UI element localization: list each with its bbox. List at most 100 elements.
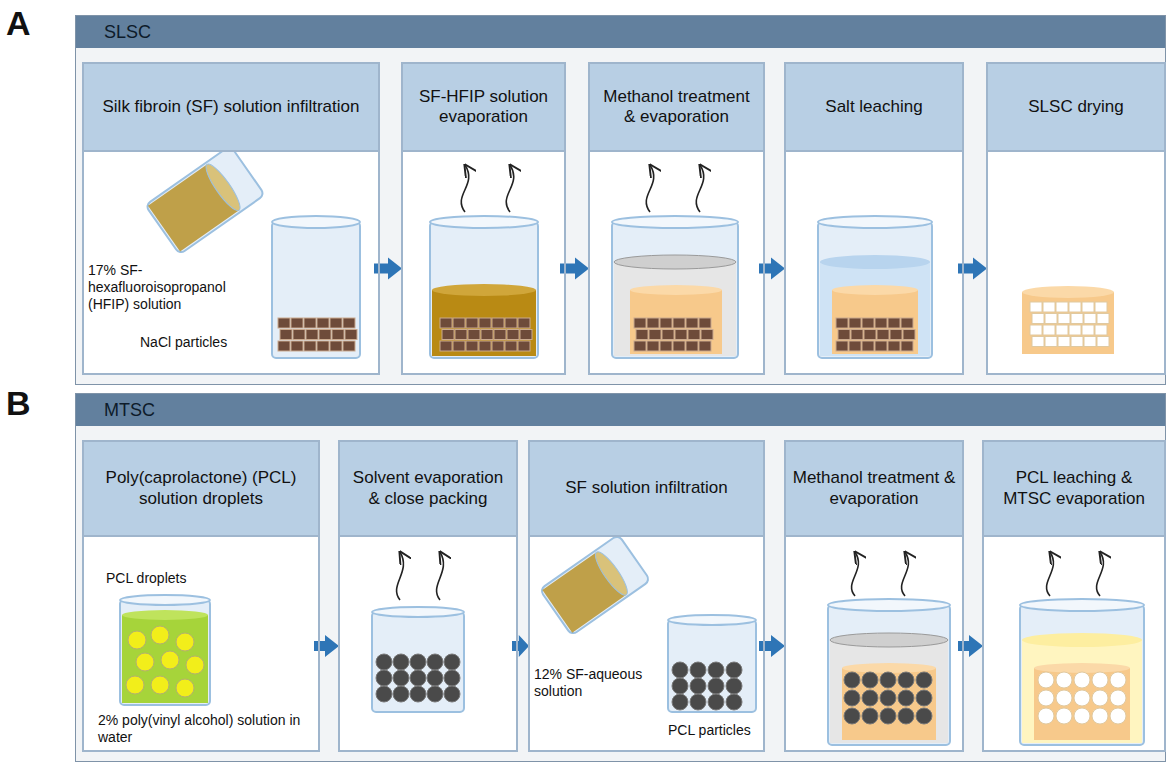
vapour-arrow xyxy=(696,165,704,212)
block-arrow xyxy=(314,635,339,657)
nacl-particles xyxy=(455,330,467,340)
pcl-particles xyxy=(410,686,426,702)
nacl-particles xyxy=(319,330,331,340)
beaker xyxy=(432,284,536,296)
nacl-particles xyxy=(888,341,900,351)
pcl-particles xyxy=(410,654,426,670)
pcl-particles xyxy=(916,690,932,706)
beaker xyxy=(430,216,538,358)
beaker xyxy=(820,262,930,356)
pores xyxy=(1097,314,1109,324)
nacl-particles xyxy=(317,341,329,351)
nacl-particles xyxy=(673,318,685,328)
nacl-particles xyxy=(304,318,316,328)
panel-letter: A xyxy=(6,6,46,40)
nacl-particles xyxy=(634,318,646,328)
nacl-particles xyxy=(453,318,465,328)
panel-header: MTSC xyxy=(76,394,1165,426)
nacl-particles xyxy=(507,330,519,340)
pores xyxy=(1056,302,1068,312)
pouring-vial xyxy=(145,146,265,255)
step-header: Methanol treatment & evaporation xyxy=(590,64,763,152)
pcl-particles xyxy=(690,694,706,710)
pores xyxy=(1074,672,1090,688)
step-title: Methanol treatment & evaporation xyxy=(596,87,757,128)
beaker xyxy=(430,222,538,358)
nacl-particles xyxy=(330,341,342,351)
process-box: SF solution infiltration xyxy=(528,440,765,752)
pores xyxy=(1084,314,1096,324)
pcl-droplets xyxy=(128,631,146,649)
nacl-particles xyxy=(660,341,672,351)
beaker xyxy=(1020,599,1144,611)
beaker xyxy=(1022,640,1142,743)
pcl-particles xyxy=(916,672,932,688)
pcl-particles xyxy=(690,678,706,694)
pores xyxy=(1110,672,1126,688)
panel-ground xyxy=(75,393,1166,762)
nacl-particles xyxy=(468,330,480,340)
nacl-particles xyxy=(304,341,316,351)
pcl-particles xyxy=(672,678,688,694)
pcl-particles xyxy=(672,694,688,710)
nacl-particles xyxy=(440,318,532,351)
beaker xyxy=(614,255,736,269)
nacl-particles xyxy=(662,330,674,340)
step-ground xyxy=(401,62,566,375)
nacl-particles xyxy=(440,341,452,351)
step-ground xyxy=(82,440,320,752)
pores xyxy=(1110,690,1126,706)
pcl-droplets xyxy=(161,651,179,669)
beaker xyxy=(372,607,464,712)
beaker xyxy=(272,216,360,228)
step-title: SF solution infiltration xyxy=(565,478,728,498)
pores xyxy=(1056,325,1068,335)
pores xyxy=(1045,314,1057,324)
nacl-particles xyxy=(634,341,646,351)
vapour-arrow xyxy=(506,165,514,212)
step-title: Salt leaching xyxy=(825,97,922,117)
step-header: Solvent evaporation & close packing xyxy=(340,442,516,537)
pores xyxy=(1058,314,1070,324)
pcl-droplets xyxy=(176,679,194,697)
pores xyxy=(1110,708,1126,724)
part-label: NaCl particles xyxy=(140,334,260,351)
beaker xyxy=(120,600,210,705)
nacl-particles xyxy=(888,318,900,328)
pcl-droplets xyxy=(136,653,154,671)
nacl-particles xyxy=(675,330,687,340)
pores xyxy=(1030,302,1109,347)
beaker xyxy=(432,290,536,356)
beaker xyxy=(832,290,918,354)
block-arrow xyxy=(759,258,785,280)
process-box: Salt leaching xyxy=(784,62,964,375)
part-label: 2% poly(vinyl alcohol) solution in water xyxy=(98,712,308,746)
nacl-particles xyxy=(440,318,452,328)
pores xyxy=(1045,337,1057,347)
nacl-particles xyxy=(466,318,478,328)
step-title: Silk fibroin (SF) solution infiltration xyxy=(103,97,360,117)
beaker xyxy=(828,599,950,611)
pores xyxy=(1030,302,1042,312)
pores xyxy=(1032,337,1044,347)
pcl-droplets xyxy=(126,676,144,694)
nacl-particles xyxy=(901,318,913,328)
nacl-particles xyxy=(518,318,530,328)
pcl-particles xyxy=(410,670,426,686)
pouring-vial xyxy=(201,160,245,214)
panel-letter: B xyxy=(6,386,46,420)
pores xyxy=(1056,690,1072,706)
pouring-vial xyxy=(148,164,239,251)
pcl-droplets xyxy=(186,656,204,674)
pores xyxy=(1071,314,1083,324)
beaker xyxy=(1034,668,1130,740)
beaker xyxy=(818,222,932,358)
nacl-particles xyxy=(901,341,913,351)
beaker xyxy=(372,607,464,617)
step-title: Poly(caprolactone) (PCL) solution drople… xyxy=(90,468,312,509)
beaker xyxy=(614,262,736,356)
pcl-particles xyxy=(376,670,392,686)
nacl-particles xyxy=(903,330,915,340)
step-ground xyxy=(986,62,1166,375)
nacl-particles xyxy=(332,330,344,340)
